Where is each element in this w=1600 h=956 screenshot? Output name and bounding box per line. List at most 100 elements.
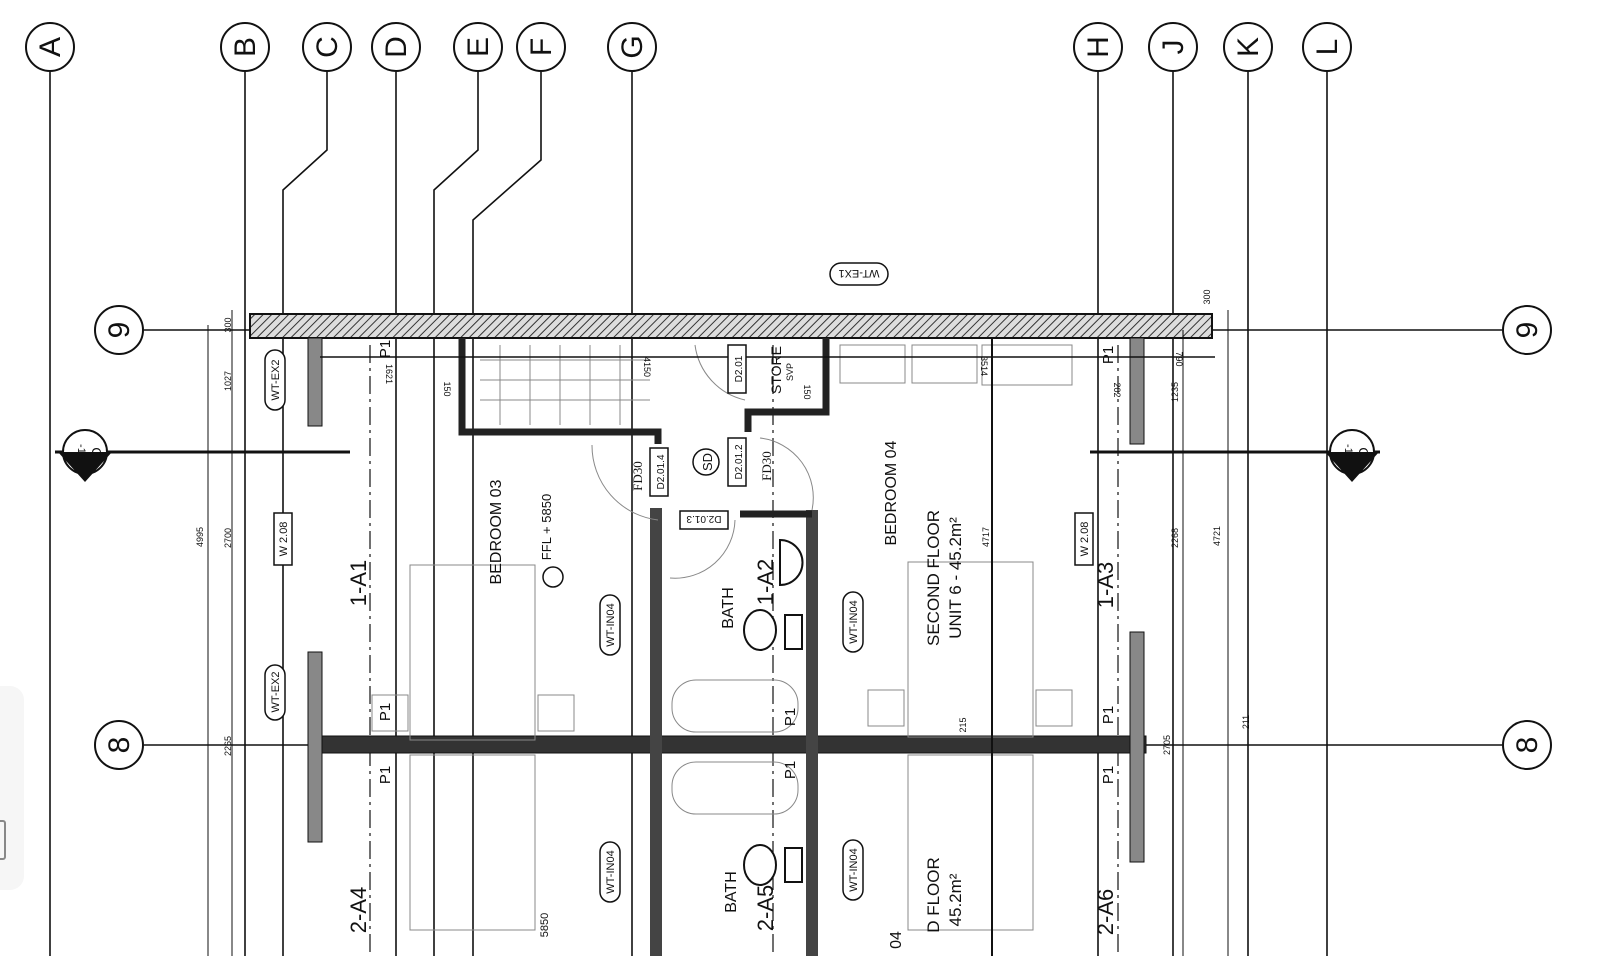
apartment-tag: 2-A5 [753,885,778,931]
dimension-label: 790 [1174,351,1184,366]
grid-label: D [380,36,413,58]
door-tag-label: D2.01.4 [656,454,667,489]
grid-bubble-h [1073,22,1123,72]
bathtub [671,679,799,733]
partition-tag: P1 [782,761,799,779]
bedside-table [1035,689,1073,727]
door-tag [727,437,747,487]
room-label: BATH [720,587,737,628]
window-tag [1074,512,1094,566]
wall-tag-label: WT-IN04 [848,600,860,643]
grid-bubble-a [25,22,75,72]
dimension-label: 1235 [1170,382,1180,402]
wall-tag-label: WT-IN04 [848,848,860,891]
bathtub [671,761,799,815]
wall-tag-label: WT-EX1 [839,267,880,279]
bedside-table [867,689,905,727]
floor-label: SECOND FLOOR [924,510,943,646]
room-label: STORE [768,346,784,394]
grid-label: E [462,37,495,57]
dimension-label: 3514 [979,356,989,376]
grid-label: J [1157,40,1190,55]
apartment-tag: 1-A2 [753,559,778,605]
toolbar-icon[interactable] [0,820,6,860]
door-swing [694,344,746,401]
dimension-label: 211 [1241,715,1251,729]
grid-label: F [525,38,558,56]
bed [409,564,536,741]
grid-label: 9 [1511,322,1544,339]
window-tag [273,512,293,566]
grid-label: B [229,37,262,57]
wardrobe [839,344,906,384]
grid-line-f [472,72,542,956]
partition-tag: P1 [377,703,394,721]
partition-tag: P1 [377,340,394,358]
sanitary [743,538,804,886]
dimension-label: 300 [223,317,233,332]
apartment-tag: 2-A4 [346,887,371,933]
apartment-tag: 1-A1 [346,560,371,606]
bed [409,754,536,931]
grid-label: G [616,35,649,58]
party-wall [307,735,1147,754]
wall-tag [264,349,286,411]
dimension-label: 4995 [195,527,205,547]
grid-bubble-l [1302,22,1352,72]
wall-tag-label: WT-IN04 [605,850,617,893]
cistern [784,847,803,883]
grid-bubble-c [302,22,352,72]
grid-line-e [433,72,479,956]
grid-line-c [282,72,328,956]
external-wall [249,313,1213,339]
grid-bubble-9-right [1502,305,1552,355]
room-label: BEDROOM 03 [488,479,505,584]
dimension-label: 2700 [223,528,233,548]
partition-tag: P1 [377,766,394,784]
door-tag-label: D2.01.2 [734,444,745,479]
wall-tag [842,591,864,653]
grid-bubble-8-right [1502,720,1552,770]
wall-tag [842,839,864,901]
level-marker-icon [542,566,564,588]
grid-bubble-f [516,22,566,72]
door-swing [669,519,736,579]
wardrobe [911,344,978,384]
grid-label: K [1232,37,1265,57]
section-letter-label: C [89,447,104,456]
bedside-table [537,694,575,732]
window-tag-label: W 2.08 [1079,522,1091,557]
partition-tag: P1 [782,708,799,726]
grid-label: L [1311,39,1344,56]
dimension-label: 300 [1202,289,1212,304]
section-marker-right[interactable]: -15 C [1090,429,1380,482]
dimension-label: 202 [1112,382,1122,397]
door-swing [759,437,814,511]
dimension-label: 215 [958,717,968,732]
fire-door-label: FD30 [759,451,774,481]
room-label: BATH [723,871,740,912]
grid-label: 8 [1511,737,1544,754]
apartment-tag: 1-A3 [1093,562,1118,608]
furniture [371,344,1073,931]
door-tag-label: D2.01.3 [686,513,721,524]
wall-tag-label: WT-IN04 [605,603,617,646]
wall [1129,631,1145,863]
wall-tag [599,594,621,656]
smoke-detector-label: SD [700,453,715,471]
grid-bubble-k [1223,22,1273,72]
door-tag [649,447,669,497]
store-wall [744,338,830,432]
apartment-tag: 2-A6 [1093,889,1118,935]
grid-bubble-g [607,22,657,72]
section-marker-left[interactable]: -15 C [55,429,350,482]
grid-bubble-9-left [94,305,144,355]
dimension-label: 2265 [223,736,233,756]
door-tag [679,510,729,530]
door-tag [727,344,747,394]
toilet [743,844,777,886]
grid-label: H [1082,36,1115,58]
floor-label: D FLOOR [924,857,943,933]
window-tag-label: W 2.08 [278,522,290,557]
